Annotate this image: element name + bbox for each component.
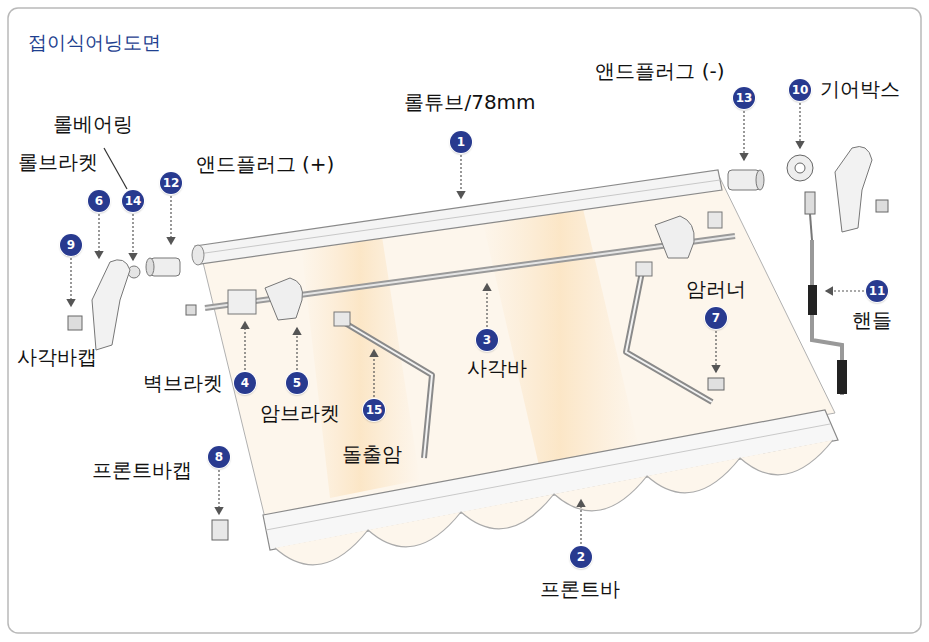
part-name: 벽브라켓 — [143, 372, 223, 395]
part-name: 프론트바 — [540, 578, 620, 601]
part-name: 기어박스 — [820, 78, 900, 101]
part-name: 돌출암 — [342, 443, 402, 466]
callout-number: 7 — [705, 307, 727, 329]
part-name: 사각바 — [467, 357, 527, 380]
callout-number-text: 10 — [792, 83, 809, 97]
callout-number: 3 — [476, 329, 498, 351]
part-name: 롤브라켓 — [18, 151, 98, 174]
callout-number-text: 13 — [736, 91, 753, 105]
callout-number-text: 11 — [869, 284, 886, 298]
part-name: 앤드플러그 (-) — [595, 60, 724, 83]
callout-number: 6 — [88, 190, 110, 212]
callout-number: 1 — [450, 131, 472, 153]
callout-number-text: 4 — [241, 376, 249, 390]
callout-number-text: 7 — [712, 311, 720, 325]
callout-number: 10 — [789, 79, 811, 101]
callout-number-text: 2 — [577, 550, 585, 564]
callout-number-text: 12 — [163, 176, 180, 190]
part-name: 암러너 — [686, 278, 746, 301]
part-name: 롤튜브/78mm — [404, 91, 535, 114]
diagram-title: 접이식어닝도면 — [28, 30, 161, 56]
part-name: 암브라켓 — [260, 402, 340, 425]
callout-number: 9 — [60, 234, 82, 256]
callout-number: 15 — [363, 399, 385, 421]
callout-number: 13 — [733, 87, 755, 109]
callout-number-text: 8 — [215, 450, 223, 464]
callout-number: 2 — [570, 546, 592, 568]
part-name: 사각바캡 — [17, 346, 97, 369]
callout-number-text: 5 — [293, 376, 301, 390]
part-name: 핸들 — [852, 309, 892, 332]
callout-number: 4 — [234, 372, 256, 394]
callout-number: 11 — [866, 280, 888, 302]
callout-number: 12 — [160, 172, 182, 194]
callout-number: 14 — [122, 190, 144, 212]
part-name: 롤베어링 — [53, 113, 133, 136]
callout-number-text: 15 — [366, 403, 383, 417]
callout-number-text: 6 — [95, 194, 103, 208]
part-name: 프론트바캡 — [92, 459, 192, 482]
callout-number-text: 3 — [483, 333, 491, 347]
callout-number-text: 14 — [125, 194, 142, 208]
callout-number-text: 1 — [457, 135, 465, 149]
callout-number-text: 9 — [67, 238, 75, 252]
part-name: 앤드플러그 (+) — [196, 153, 335, 176]
callout-number: 8 — [208, 446, 230, 468]
callout-number: 5 — [286, 372, 308, 394]
